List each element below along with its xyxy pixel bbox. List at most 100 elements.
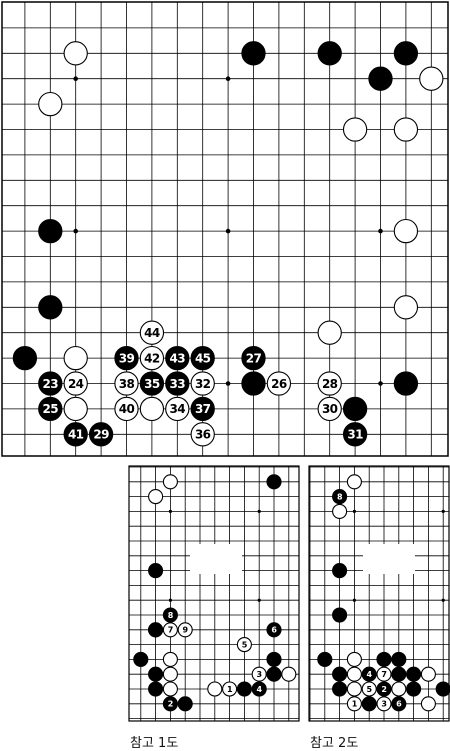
move-number: 35 [144, 377, 160, 391]
black-stone [393, 41, 419, 66]
white-stone [114, 396, 139, 422]
black-stone [332, 681, 348, 697]
white-stone [190, 422, 215, 447]
reference-diagram-1-caption: 참고 1도 [130, 736, 179, 751]
move-number: 23 [43, 377, 59, 391]
move-number: 4 [257, 685, 263, 694]
move-number: 24 [68, 377, 84, 391]
black-stone [38, 218, 63, 244]
black-stone [177, 696, 193, 712]
white-stone [393, 218, 419, 244]
black-stone [241, 371, 266, 396]
white-stone [139, 320, 165, 345]
white-stone [63, 41, 88, 66]
white-stone [251, 666, 267, 682]
black-stone [139, 371, 165, 396]
white-stone [63, 345, 88, 371]
white-stone [346, 666, 362, 682]
black-stone [332, 489, 348, 505]
black-stone [148, 622, 164, 638]
white-stone [165, 396, 190, 422]
white-stone [342, 117, 368, 142]
omitted-board-area [363, 544, 415, 574]
move-number: 43 [170, 351, 186, 365]
black-stone [114, 345, 139, 371]
white-stone [139, 345, 165, 371]
black-stone [162, 607, 178, 623]
star-point [168, 509, 172, 513]
move-number: 30 [322, 402, 338, 416]
star-point [168, 598, 172, 602]
black-stone [368, 66, 393, 91]
move-number: 2 [168, 700, 173, 709]
black-stone [148, 666, 164, 682]
move-number: 8 [168, 611, 174, 620]
black-stone [435, 681, 450, 697]
move-number: 38 [119, 377, 135, 391]
move-number: 4 [367, 670, 373, 679]
white-stone [346, 651, 362, 667]
move-number: 1 [352, 700, 358, 709]
black-stone [332, 666, 348, 682]
black-stone [391, 666, 407, 682]
black-stone [266, 474, 282, 490]
move-number: 2 [381, 685, 386, 694]
white-stone [361, 681, 377, 697]
black-stone [376, 681, 392, 697]
reference-diagram-2-caption: 참고 2도 [310, 736, 359, 751]
omitted-board-area [190, 544, 242, 574]
black-stone [406, 666, 422, 682]
black-stone [38, 396, 63, 422]
white-stone [222, 681, 238, 697]
move-number: 29 [93, 428, 109, 442]
white-stone [162, 651, 178, 667]
black-stone [361, 666, 377, 682]
white-stone [281, 666, 297, 682]
black-stone [38, 371, 63, 396]
black-stone [148, 681, 164, 697]
star-point [441, 598, 445, 602]
move-number: 6 [271, 626, 277, 635]
black-stone [342, 422, 368, 447]
black-stone [165, 371, 190, 396]
black-stone [148, 563, 164, 579]
move-number: 9 [183, 626, 189, 635]
move-number: 32 [195, 377, 211, 391]
black-stone [332, 563, 348, 579]
white-stone [317, 320, 342, 345]
white-stone [393, 295, 419, 320]
black-stone [251, 681, 267, 697]
white-stone [190, 371, 215, 396]
white-stone [419, 66, 444, 91]
black-stone [38, 295, 63, 320]
black-stone [88, 422, 114, 447]
star-point [378, 381, 383, 386]
black-stone [63, 422, 88, 447]
black-stone [393, 371, 419, 396]
white-stone [63, 371, 88, 396]
star-point [352, 509, 356, 513]
move-number: 42 [144, 351, 160, 365]
black-stone [266, 651, 282, 667]
star-point [225, 76, 231, 81]
move-number: 26 [271, 377, 287, 391]
move-number: 7 [168, 626, 173, 635]
move-number: 8 [337, 492, 343, 501]
star-point [225, 381, 231, 386]
move-number: 3 [257, 670, 262, 679]
white-stone [114, 371, 139, 396]
white-stone [317, 396, 342, 422]
white-stone [393, 117, 419, 142]
star-point [73, 228, 78, 234]
white-stone [420, 696, 436, 712]
white-stone [162, 666, 178, 682]
black-stone [241, 41, 266, 66]
move-number: 27 [246, 351, 262, 365]
move-number: 5 [242, 640, 248, 649]
star-point [257, 509, 261, 513]
white-stone [317, 371, 342, 396]
black-stone [361, 696, 377, 712]
star-point [352, 598, 356, 602]
black-stone [12, 345, 38, 371]
